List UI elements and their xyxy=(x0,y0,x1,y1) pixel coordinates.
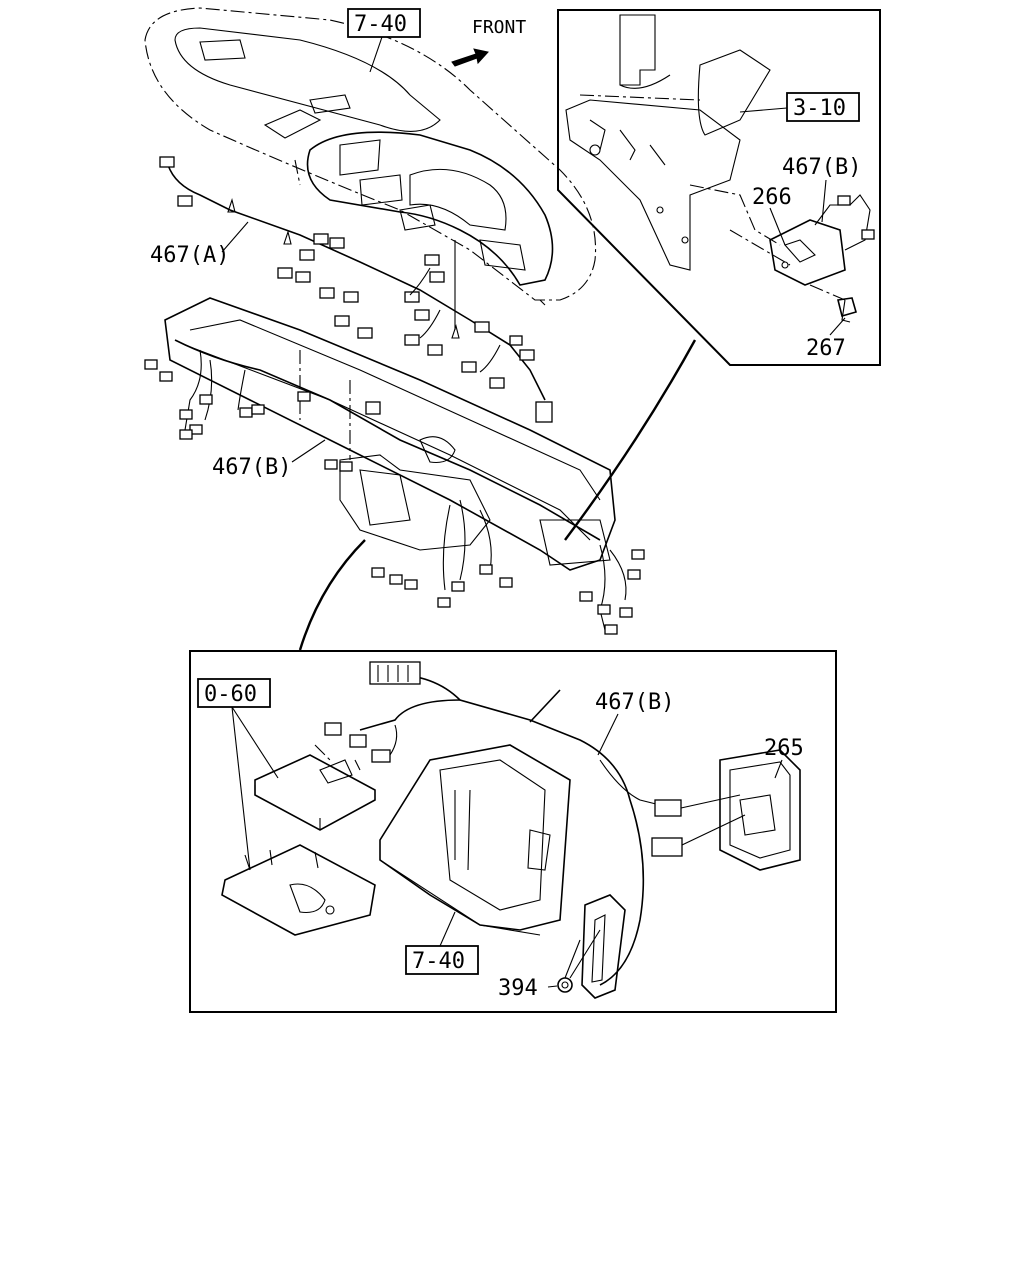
inset-callout-arc xyxy=(564,339,697,541)
ref-3-10: 3-10 xyxy=(739,92,860,122)
ref-7-40-top: 7-40 xyxy=(347,8,421,73)
label-267: 267 xyxy=(806,317,846,361)
svg-text:7-40: 7-40 xyxy=(412,949,465,974)
harness-467a xyxy=(159,156,553,423)
svg-text:467(A): 467(A) xyxy=(150,243,229,268)
label-467b-bottom: 467(B) xyxy=(595,690,674,756)
svg-text:394: 394 xyxy=(498,976,538,1001)
svg-text:267: 267 xyxy=(806,336,846,361)
label-467a: 467(A) xyxy=(150,221,249,268)
svg-text:467(B): 467(B) xyxy=(782,155,861,180)
svg-text:266: 266 xyxy=(752,185,792,210)
inset-bracket-detail xyxy=(557,9,881,366)
bottom-inset-detail xyxy=(189,650,837,1013)
label-266: 266 xyxy=(752,185,792,246)
label-467b-left: 467(B) xyxy=(212,439,326,480)
label-467b-inset: 467(B) xyxy=(782,155,861,223)
label-394: 394 xyxy=(498,929,601,1001)
front-arrow-icon xyxy=(451,48,489,67)
label-265: 265 xyxy=(764,736,804,779)
ref-0-60: 0-60 xyxy=(197,678,279,871)
svg-text:467(B): 467(B) xyxy=(595,690,674,715)
front-indicator: FRONT xyxy=(451,17,526,67)
harness-467b xyxy=(144,339,645,635)
svg-text:265: 265 xyxy=(764,736,804,761)
bottom-callout-arc xyxy=(298,539,366,651)
svg-text:3-10: 3-10 xyxy=(793,96,846,121)
svg-text:7-40: 7-40 xyxy=(354,12,407,37)
svg-text:0-60: 0-60 xyxy=(204,682,257,707)
svg-text:FRONT: FRONT xyxy=(472,17,526,38)
ref-7-40-bottom: 7-40 xyxy=(405,911,479,975)
svg-text:467(B): 467(B) xyxy=(212,455,291,480)
dashboard-panel xyxy=(144,7,597,306)
